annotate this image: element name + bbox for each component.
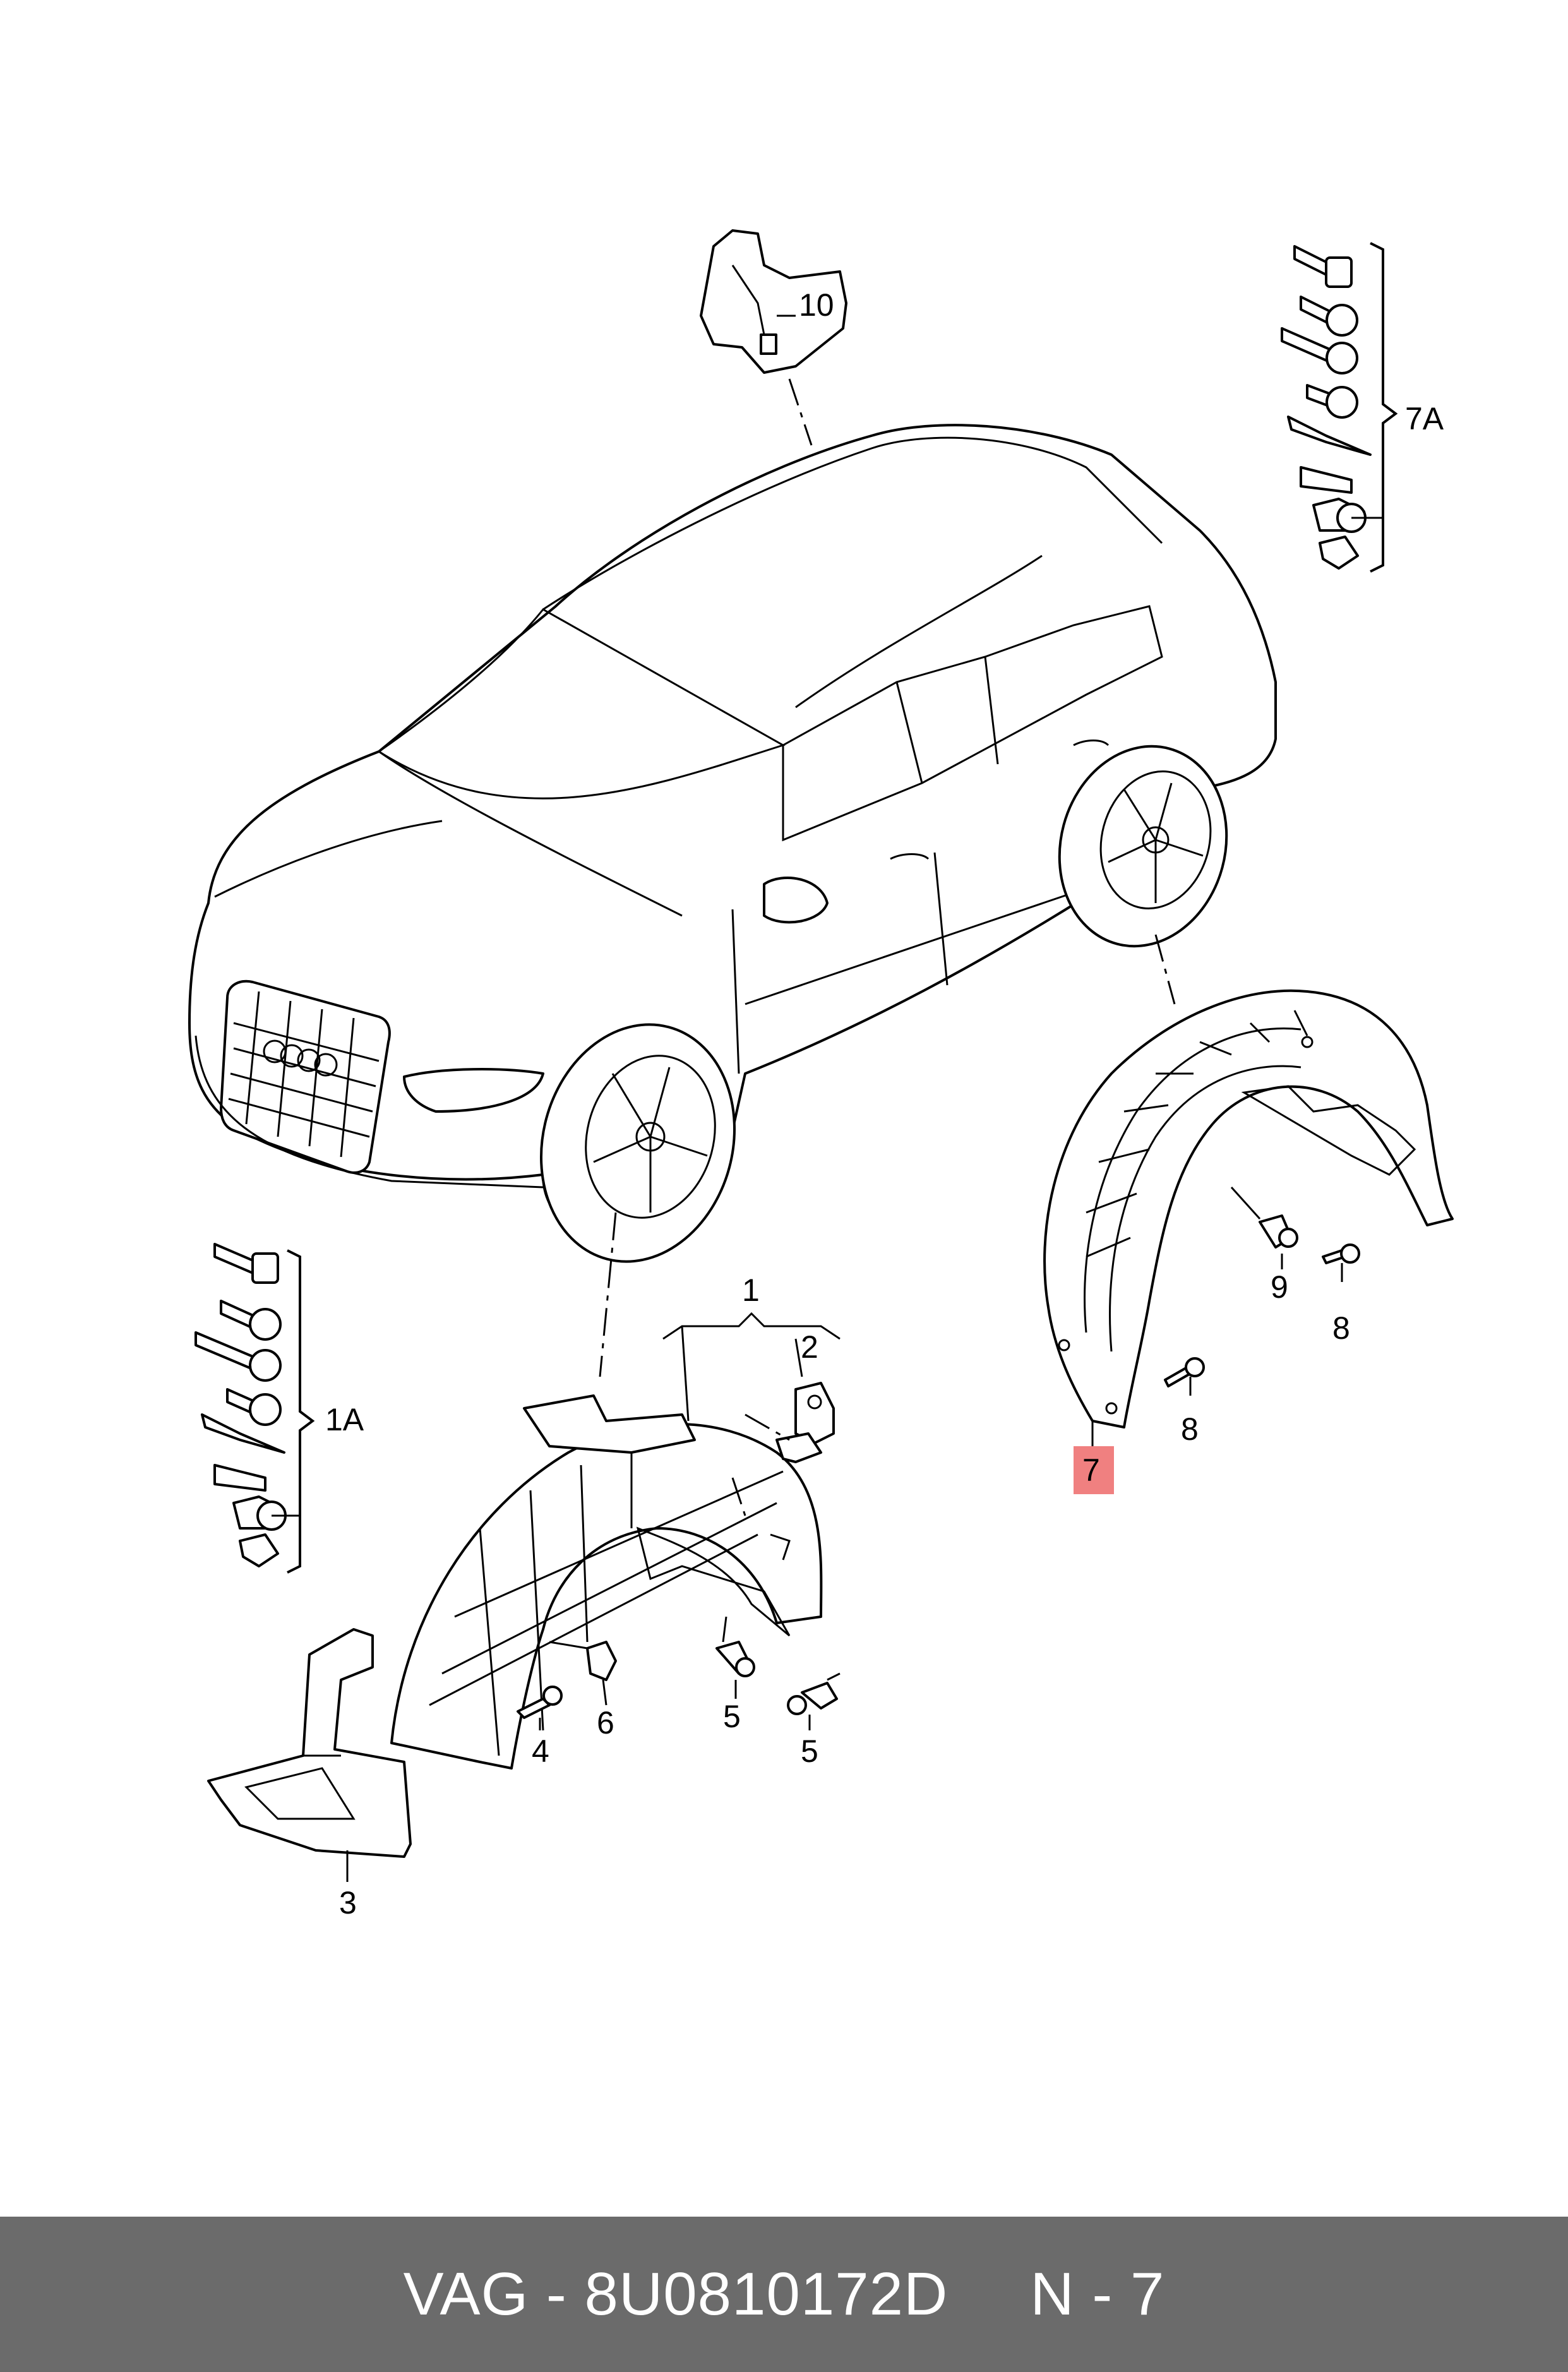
callout-lines-1 xyxy=(662,1312,841,1422)
callout-1a: 1A xyxy=(325,1402,364,1437)
callout-5-a: 5 xyxy=(723,1699,741,1734)
footer-bar: VAG - 8U0810172D N - 7 xyxy=(0,2217,1568,2372)
front-wheel-housing-liner xyxy=(390,1394,823,1770)
callout-7a: 7A xyxy=(1405,401,1444,436)
callout-8-a: 8 xyxy=(1332,1310,1350,1346)
callout-8-b: 8 xyxy=(1181,1411,1199,1447)
front-fasteners xyxy=(517,1616,841,1730)
part-2-clip xyxy=(745,1382,835,1463)
callout-7: 7 xyxy=(1082,1453,1100,1488)
callout-9: 9 xyxy=(1271,1269,1288,1305)
callout-3: 3 xyxy=(339,1885,357,1920)
part-3-panel xyxy=(207,1628,412,1882)
rear-dashline xyxy=(1154,934,1176,1005)
callout-5-b: 5 xyxy=(801,1734,818,1769)
hardware-kit-1a xyxy=(195,1243,315,1574)
callout-10: 10 xyxy=(799,287,834,323)
callout-2: 2 xyxy=(801,1329,818,1365)
part-reference: VAG - 8U0810172D xyxy=(403,2260,949,2328)
parts-diagram: 10 7A 1A 1 2 3 4 6 5 5 9 8 8 7 xyxy=(188,229,1454,1920)
callout-6: 6 xyxy=(597,1705,614,1740)
callout-1: 1 xyxy=(742,1273,760,1308)
audi-logo-icon xyxy=(263,1039,338,1077)
front-dashline xyxy=(599,1212,617,1377)
hardware-kit-7a xyxy=(1281,242,1398,573)
part-7-highlight xyxy=(1074,1446,1114,1494)
rear-fasteners xyxy=(1164,1186,1360,1396)
part-10-bracket xyxy=(700,229,847,446)
front-wheel xyxy=(539,1023,736,1263)
diagram-position: N - 7 xyxy=(1030,2260,1165,2328)
rear-wheel xyxy=(1058,745,1228,948)
rear-wheel-housing-liner xyxy=(1043,989,1454,1446)
callout-4: 4 xyxy=(532,1734,549,1769)
car-illustration xyxy=(188,424,1277,1263)
